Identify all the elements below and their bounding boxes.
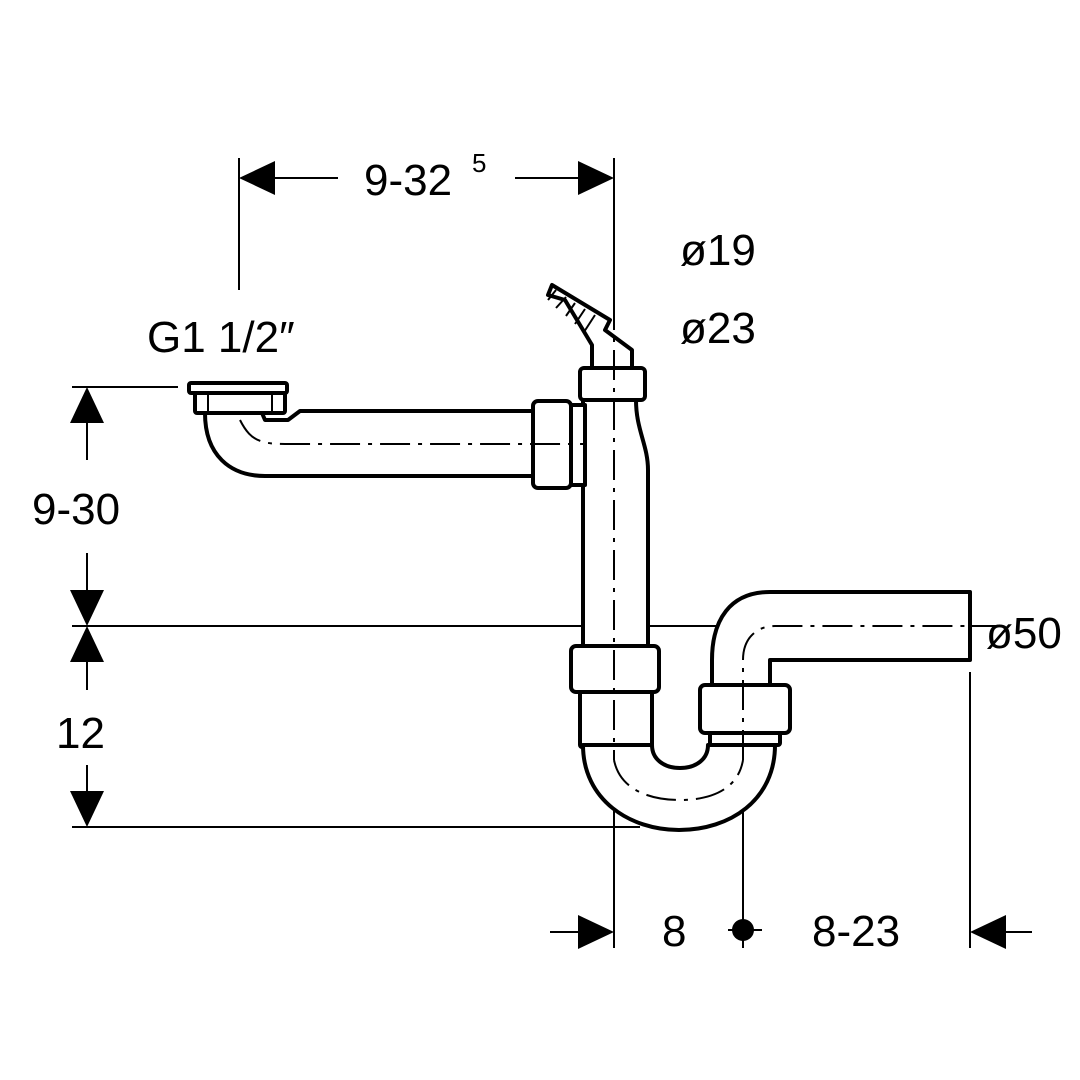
- dim-height-lower: 12: [56, 709, 105, 758]
- siphon-body: [187, 283, 972, 832]
- arrow-down: [70, 791, 104, 827]
- centerlines: [239, 300, 990, 802]
- outlet-diameter: ø50: [986, 609, 1062, 658]
- arrow-down: [70, 590, 104, 626]
- dim-top-width-superscript: 5: [472, 148, 486, 178]
- reference-dot: [732, 919, 754, 941]
- dim-top-width: 9-32: [364, 156, 452, 205]
- hose-nut: [578, 366, 647, 402]
- hose-diameter-large: ø23: [680, 304, 756, 353]
- thread-label: G1 1/2″: [147, 313, 295, 362]
- dim-height-upper: 9-30: [32, 485, 120, 534]
- arrow-left: [970, 915, 1006, 949]
- arrow-up: [70, 387, 104, 423]
- arrow-right: [578, 161, 614, 195]
- dimension-lines: [70, 158, 1032, 949]
- arrow-right: [578, 915, 614, 949]
- nut-lower-right: [698, 683, 792, 735]
- arrow-left: [239, 161, 275, 195]
- arrow-up: [70, 626, 104, 662]
- dim-bottom-range: 8-23: [812, 907, 900, 956]
- hose-diameter-small: ø19: [680, 226, 756, 275]
- dim-bottom-offset: 8: [662, 907, 686, 956]
